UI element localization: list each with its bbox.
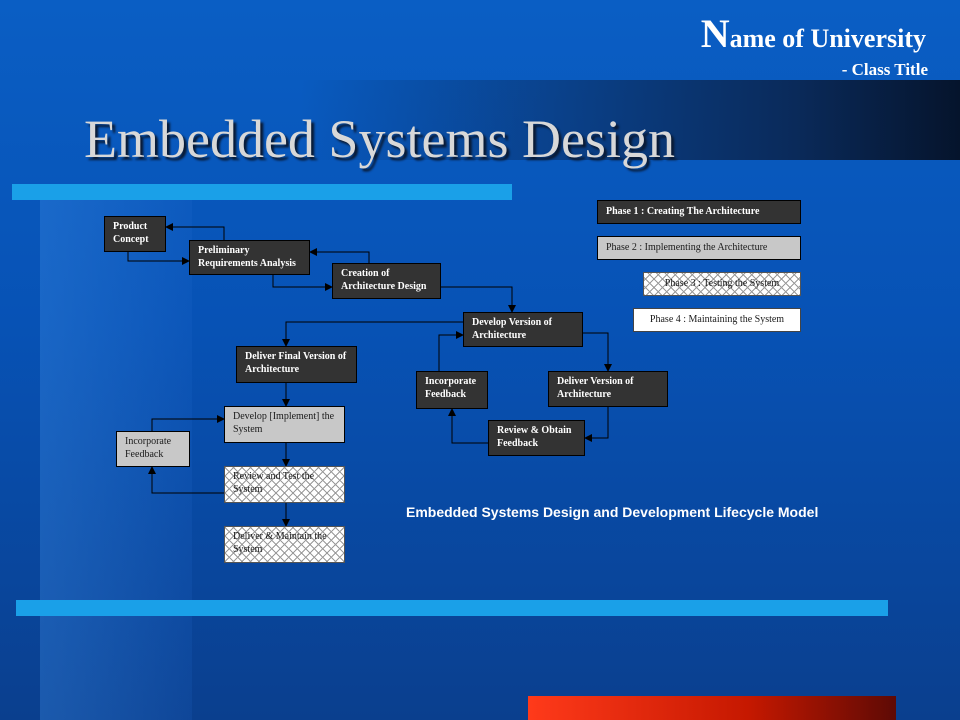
accent-bar-red (528, 696, 896, 720)
node-develop-version: Develop Version of Architecture (463, 312, 583, 347)
accent-bar-top (12, 184, 512, 200)
node-deliver-maintain: Deliver & Maintain the System (224, 526, 345, 563)
node-deliver-version: Deliver Version of Architecture (548, 371, 668, 407)
connector-prelim-to-creation (272, 275, 333, 291)
legend-phase-3: Phase 3 : Testing the System (643, 272, 801, 296)
connector-creation-to-prelim (309, 248, 370, 263)
university-name-rest: ame of University (729, 24, 926, 53)
connector-concept-to-prelim (127, 252, 190, 265)
connector-develop-to-deliver-version (583, 332, 612, 372)
connector-develop-to-deliver-final (282, 321, 463, 347)
legend-phase-2: Phase 2 : Implementing the Architecture (597, 236, 801, 260)
connector-incorporate-to-develop (438, 331, 464, 371)
class-title: - Class Title (841, 60, 928, 79)
legend-phase-1: Phase 1 : Creating The Architecture (597, 200, 801, 224)
diagram-caption: Embedded Systems Design and Development … (406, 504, 819, 520)
connector-review-test-to-incorporate (148, 466, 224, 494)
university-initial: N (700, 11, 730, 56)
connector-review-to-incorporate (448, 408, 488, 444)
node-incorporate-feedback-arch: Incorporate Feedback (416, 371, 488, 409)
header-band (300, 80, 960, 160)
node-review-test: Review and Test the System (224, 466, 345, 503)
node-creation-architecture: Creation of Architecture Design (332, 263, 441, 299)
node-review-obtain-feedback: Review & Obtain Feedback (488, 420, 585, 456)
node-develop-implement: Develop [Implement] the System (224, 406, 345, 443)
slide-title: Embedded Systems Design (84, 109, 675, 169)
node-deliver-final-version: Deliver Final Version of Architecture (236, 346, 357, 383)
accent-bar-bottom (16, 600, 888, 616)
connector-prelim-to-concept (165, 223, 225, 240)
node-preliminary-requirements: Preliminary Requirements Analysis (189, 240, 310, 275)
connector-deliver-version-to-review (584, 407, 609, 442)
node-incorporate-feedback-system: Incorporate Feedback (116, 431, 190, 467)
connector-creation-to-develop (441, 286, 516, 313)
connector-incorporate-to-implement (151, 415, 225, 431)
university-name: Name of University (701, 14, 926, 54)
legend-phase-4: Phase 4 : Maintaining the System (633, 308, 801, 332)
node-product-concept: Product Concept (104, 216, 166, 252)
